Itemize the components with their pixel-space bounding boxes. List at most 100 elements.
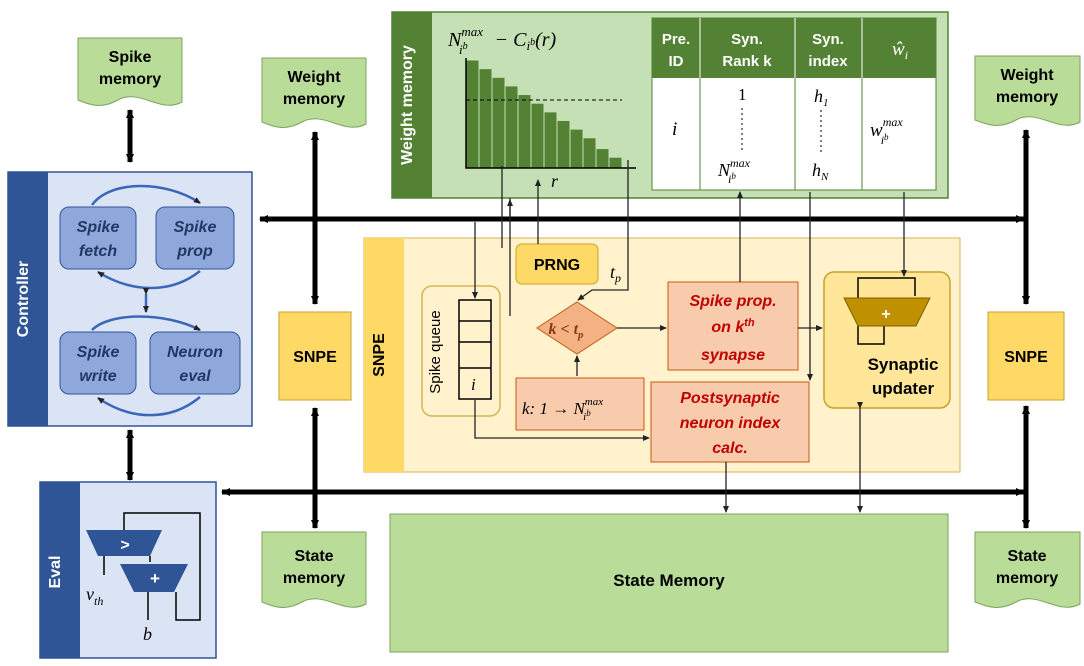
spike-queue-label: Spike queue <box>427 310 444 393</box>
svg-text:index: index <box>808 53 848 70</box>
comparator-shape <box>86 530 162 556</box>
svg-text:fetch: fetch <box>79 243 117 260</box>
state-memory-left-label-2: memory <box>283 570 345 587</box>
histogram-bar <box>608 156 623 169</box>
state-memory-right: State memory <box>974 531 1081 608</box>
svg-text:Rank k: Rank k <box>722 53 772 70</box>
svg-text:Neuron: Neuron <box>167 344 223 361</box>
state-memory-main: State Memory <box>389 513 949 653</box>
compare-diamond <box>536 301 618 355</box>
histogram-bar <box>465 59 480 169</box>
state-memory-right-label-1: State <box>1007 548 1046 565</box>
svg-text:i: i <box>672 119 677 140</box>
neuron-eval-box <box>149 331 241 395</box>
updater-adder <box>843 297 931 327</box>
svg-text:on kth: on kth <box>711 317 755 336</box>
weight-memory-block-label: Weight memory <box>399 45 416 165</box>
svg-text:Spike: Spike <box>77 344 120 361</box>
histogram-bar <box>595 148 610 169</box>
weight-memory-left-label-1: Weight <box>287 69 341 86</box>
svg-text:Syn.: Syn. <box>731 31 763 48</box>
histogram-bar <box>491 76 506 169</box>
svg-text:Spike: Spike <box>77 219 120 236</box>
queue-stack <box>458 299 492 400</box>
histogram-bar <box>504 85 519 169</box>
weight-memory-right-label-2: memory <box>996 89 1058 106</box>
snpe-left: SNPE <box>278 311 352 401</box>
histogram-bar <box>478 68 493 169</box>
controller: Controller Spike fetch Spike prop Spike … <box>7 171 253 427</box>
svg-text:+: + <box>881 306 890 323</box>
spike-fetch-box <box>59 206 137 270</box>
svg-text:1: 1 <box>738 85 747 104</box>
histogram-bar <box>530 102 545 169</box>
histogram-bar <box>569 128 584 169</box>
svg-text:neuron index: neuron index <box>680 415 782 432</box>
state-memory-left: State memory <box>261 531 367 608</box>
svg-text:SNPE: SNPE <box>293 349 337 366</box>
adder-shape <box>120 564 188 592</box>
loop-box <box>515 377 645 431</box>
state-memory-left-label-1: State <box>294 548 333 565</box>
snpe-right: SNPE <box>987 311 1065 401</box>
histogram-bar <box>517 94 532 169</box>
eval-block: Eval > + vth b <box>39 481 217 659</box>
eval-label: Eval <box>47 556 64 589</box>
histogram-bar <box>582 137 597 169</box>
svg-text:synapse: synapse <box>701 347 765 364</box>
snpe-main-block: SNPE Spike queue i PRNG tp k < tp k: 1 →… <box>363 237 961 473</box>
vth-label: vth <box>86 584 103 608</box>
b-label: b <box>143 624 152 644</box>
prng-label: PRNG <box>534 257 580 274</box>
svg-text:Spike: Spike <box>174 219 217 236</box>
spike-prop-box <box>155 206 235 270</box>
snpe-main-label: SNPE <box>371 333 388 377</box>
svg-text:updater: updater <box>872 379 935 398</box>
tp-label: tp <box>610 262 621 285</box>
weight-memory-left: Weight memory <box>261 57 367 128</box>
svg-text:hN: hN <box>812 160 829 183</box>
prng-box <box>515 243 599 285</box>
histogram-bar <box>543 111 558 169</box>
spike-write-box <box>59 331 137 395</box>
svg-text:write: write <box>79 368 116 385</box>
compare-label: k < tp <box>548 321 584 341</box>
buses <box>126 109 1030 529</box>
svg-text:ŵi: ŵi <box>892 39 908 62</box>
svg-text:eval: eval <box>179 368 211 385</box>
weight-table: Pre. ID Syn. Rank k Syn. index ŵi i 1 Nm… <box>651 17 937 191</box>
svg-text:Syn.: Syn. <box>812 31 844 48</box>
spike-memory-left: Spike memory <box>77 37 183 106</box>
svg-text:ID: ID <box>669 53 684 70</box>
svg-text:Synaptic: Synaptic <box>868 355 939 374</box>
spike-memory-label-2: memory <box>99 71 161 88</box>
svg-text:prop: prop <box>176 243 213 260</box>
svg-text:SNPE: SNPE <box>1004 349 1048 366</box>
svg-text:calc.: calc. <box>712 440 748 457</box>
weight-memory-right: Weight memory <box>974 55 1081 126</box>
state-memory-right-label-2: memory <box>996 570 1058 587</box>
comparator-symbol: > <box>120 537 129 554</box>
svg-text:h1: h1 <box>814 86 829 109</box>
spike-memory-label-1: Spike <box>109 49 152 66</box>
weight-memory-right-label-1: Weight <box>1000 67 1054 84</box>
svg-text:Pre.: Pre. <box>662 31 690 48</box>
svg-text:Spike prop.: Spike prop. <box>689 293 776 310</box>
axis-r-label: r <box>551 171 559 191</box>
spike-prop-synapse-box <box>667 281 799 371</box>
weight-memory-left-label-2: memory <box>283 91 345 108</box>
controller-label: Controller <box>15 261 32 337</box>
svg-text:Postsynaptic: Postsynaptic <box>680 390 780 407</box>
postsynaptic-box <box>650 381 810 463</box>
state-memory-main-label: State Memory <box>613 571 725 590</box>
adder-symbol: + <box>150 569 160 588</box>
queue-entry-i: i <box>471 375 476 394</box>
histogram-axes <box>465 58 636 169</box>
signal-arrows <box>472 160 907 513</box>
